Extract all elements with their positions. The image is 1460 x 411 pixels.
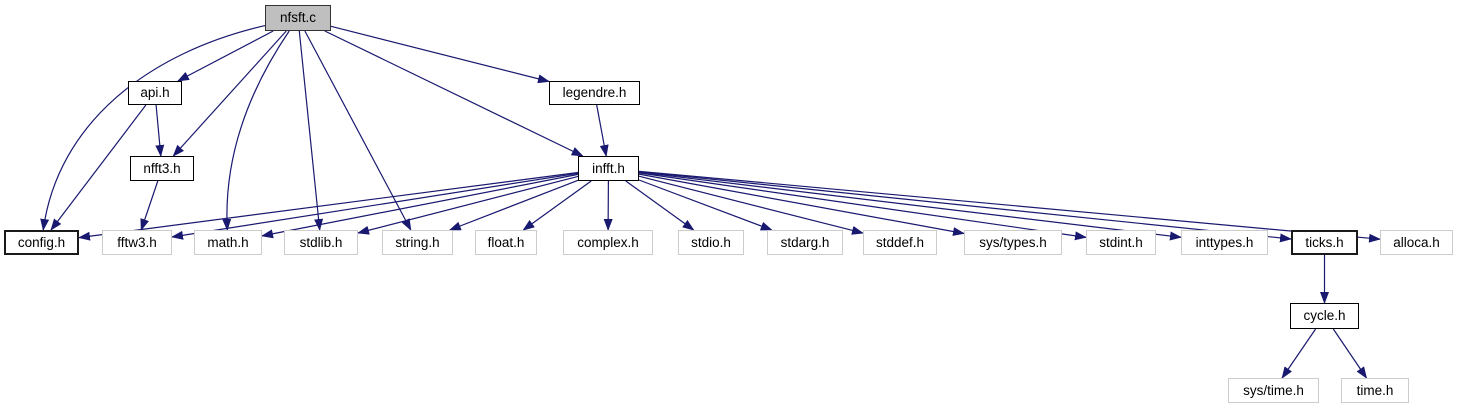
edge-nfsft-c-to-nfft3-h bbox=[172, 30, 287, 157]
edge-infft-h-to-fftw3-h bbox=[171, 172, 579, 240]
node-nfsft-c: nfsft.c bbox=[265, 5, 331, 31]
node-config-h[interactable]: config.h bbox=[4, 230, 79, 255]
edge-legendre-h-to-infft-h bbox=[596, 104, 609, 157]
node-nfft3-h[interactable]: nfft3.h bbox=[130, 156, 194, 181]
edge-infft-h-to-stdlib-h bbox=[357, 175, 579, 235]
edge-nfsft-c-to-api-h bbox=[177, 30, 274, 82]
node-cycle-h[interactable]: cycle.h bbox=[1290, 303, 1359, 329]
node-inttypes-h: inttypes.h bbox=[1181, 230, 1268, 255]
edge-cycle-h-to-time-h bbox=[1332, 328, 1368, 379]
node-complex-h: complex.h bbox=[563, 230, 653, 255]
node-string-h: string.h bbox=[382, 230, 453, 255]
edge-infft-h-to-math-h bbox=[261, 173, 579, 239]
node-sys-types-h: sys/types.h bbox=[964, 230, 1062, 255]
node-stdint-h: stdint.h bbox=[1086, 230, 1156, 255]
node-stdlib-h: stdlib.h bbox=[284, 230, 358, 255]
node-math-h: math.h bbox=[194, 230, 262, 255]
edge-cycle-h-to-sys-time-h bbox=[1281, 328, 1317, 379]
node-fftw3-h: fftw3.h bbox=[102, 230, 172, 255]
node-float-h: float.h bbox=[475, 230, 537, 255]
node-infft-h[interactable]: infft.h bbox=[578, 156, 639, 181]
node-time-h: time.h bbox=[1341, 378, 1409, 403]
edge-infft-h-to-stdio-h bbox=[625, 180, 695, 231]
node-ticks-h[interactable]: ticks.h bbox=[1291, 230, 1358, 255]
edge-infft-h-to-ticks-h bbox=[638, 171, 1292, 243]
edge-nfsft-c-to-stdlib-h bbox=[298, 30, 324, 231]
edge-infft-h-to-inttypes-h bbox=[638, 171, 1182, 241]
edge-api-h-to-nfft3-h bbox=[155, 104, 165, 157]
edge-infft-h-to-float-h bbox=[522, 180, 592, 231]
edge-infft-h-to-config-h bbox=[78, 171, 579, 241]
edge-infft-h-to-stddef-h bbox=[638, 175, 864, 235]
edge-infft-h-to-sys-types-h bbox=[638, 173, 965, 236]
node-sys-time-h: sys/time.h bbox=[1228, 378, 1319, 403]
edge-nfsft-c-to-math-h bbox=[222, 30, 290, 231]
node-stddef-h: stddef.h bbox=[863, 230, 937, 255]
node-api-h[interactable]: api.h bbox=[128, 81, 182, 105]
edge-nfsft-c-to-config-h bbox=[40, 25, 266, 231]
edge-nfft3-h-to-fftw3-h bbox=[140, 180, 159, 231]
node-stdarg-h: stdarg.h bbox=[767, 230, 843, 255]
edge-infft-h-to-stdint-h bbox=[638, 172, 1087, 241]
node-alloca-h: alloca.h bbox=[1380, 230, 1453, 255]
edge-infft-h-to-string-h bbox=[448, 179, 579, 231]
edge-nfsft-c-to-legendre-h bbox=[330, 25, 550, 84]
edge-infft-h-to-stdarg-h bbox=[638, 179, 773, 231]
edge-api-h-to-config-h bbox=[50, 104, 147, 231]
node-legendre-h[interactable]: legendre.h bbox=[549, 81, 640, 105]
edge-nfsft-c-to-string-h bbox=[304, 30, 412, 231]
node-stdio-h: stdio.h bbox=[678, 230, 744, 255]
edge-infft-h-to-alloca-h bbox=[638, 170, 1381, 243]
edge-nfsft-c-to-infft-h bbox=[324, 30, 584, 157]
